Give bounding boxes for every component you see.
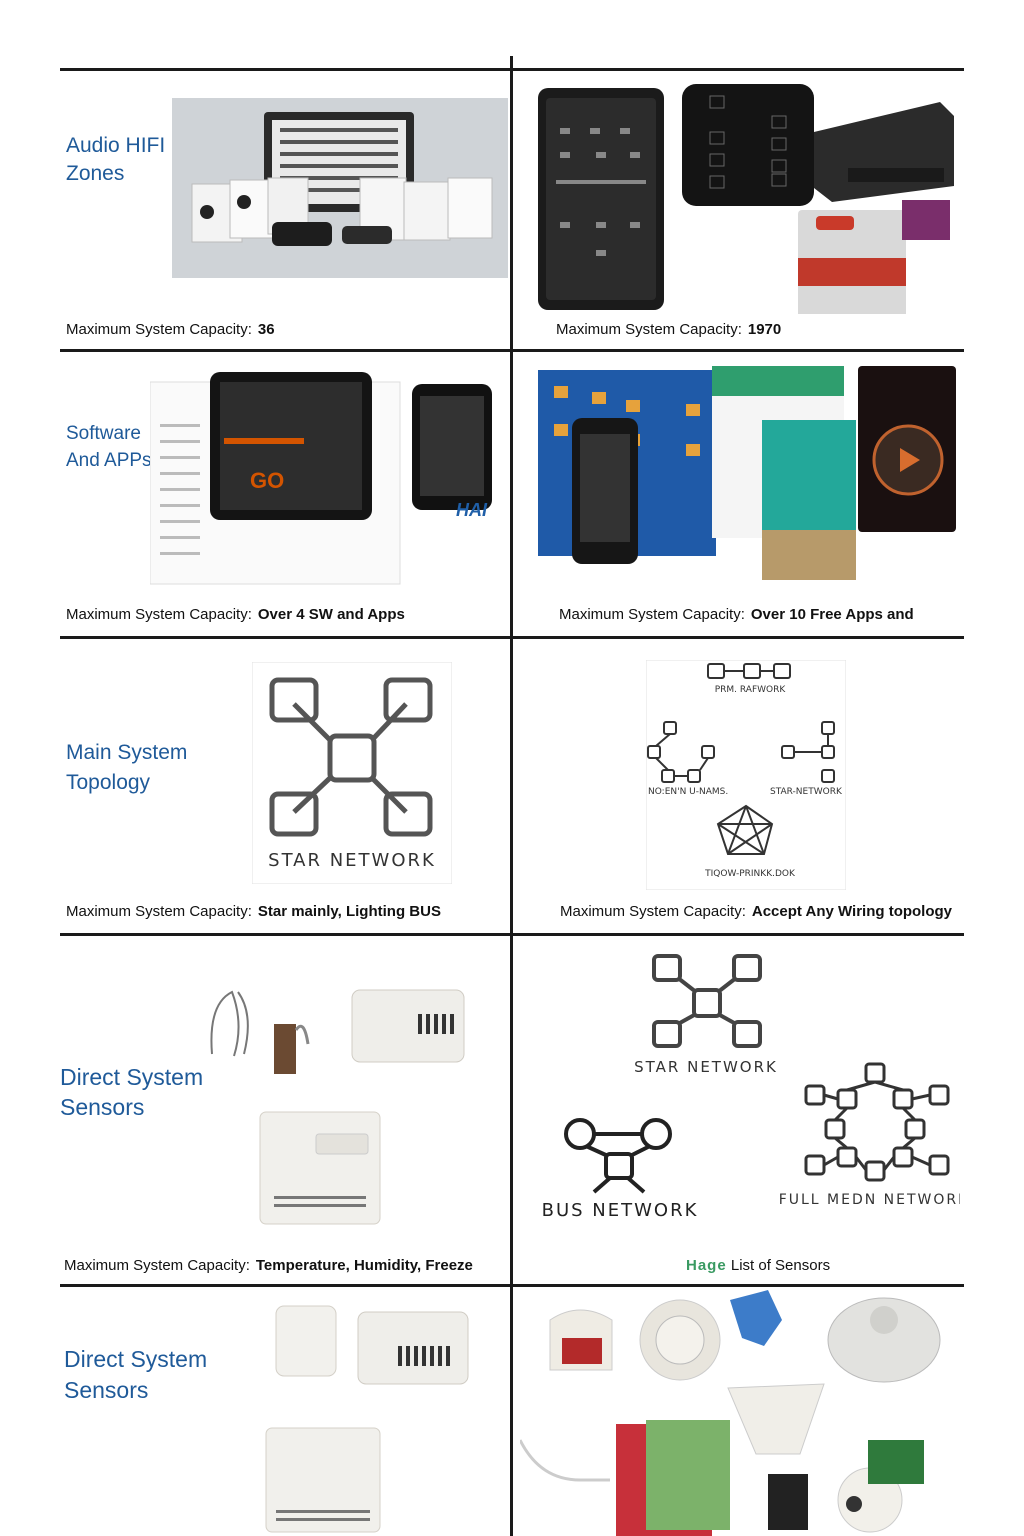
capacity-text: Maximum System Capacity: 36 xyxy=(66,321,275,338)
title-line: And APPs xyxy=(66,450,152,471)
caption-text: List of Sensors xyxy=(730,1257,831,1274)
mesh-network-label: FULL MEDN NETWORK xyxy=(779,1192,960,1208)
title-line: Main System xyxy=(66,741,188,764)
capacity-label: Maximum System Capacity: xyxy=(66,903,252,920)
control-panels-image xyxy=(538,84,954,314)
title-line: Sensors xyxy=(64,1377,149,1403)
capacity-value: 1970 xyxy=(747,321,782,338)
capacity-label: Maximum System Capacity: xyxy=(560,903,746,920)
title-line: Direct System xyxy=(64,1346,208,1372)
star-network-label: STAR NETWORK xyxy=(634,1058,778,1076)
topology-label: NO:EN'N U-NAMS. xyxy=(648,787,728,797)
column-divider xyxy=(510,56,513,1536)
capacity-label: Maximum System Capacity: xyxy=(559,606,745,623)
title-line: Sensors xyxy=(60,1094,145,1120)
capacity-text: Maximum System Capacity: Star mainly, Lig… xyxy=(66,903,441,920)
row-title-sensors: Direct System Sensors xyxy=(60,1062,203,1122)
hai-logo-text: HAI xyxy=(456,500,488,520)
title-line: Audio HIFI xyxy=(66,134,166,157)
capacity-text: Maximum System Capacity: Temperature, Hum… xyxy=(64,1257,473,1274)
capacity-value: Over 4 SW and Apps xyxy=(257,606,405,623)
topology-label: TIQOW-PRINKK.DOK xyxy=(704,869,796,879)
sensors-image-2 xyxy=(265,1305,469,1533)
capacity-label: Maximum System Capacity: xyxy=(64,1257,250,1274)
capacity-value: Accept Any Wiring topology xyxy=(751,903,953,920)
sensors-image xyxy=(210,989,465,1225)
go-logo-text: GO xyxy=(250,468,284,493)
row-title-software: Software And APPs xyxy=(66,420,152,474)
row-title-sensors-2: Direct System Sensors xyxy=(64,1344,207,1406)
capacity-text: Maximum System Capacity: Over 10 Free App… xyxy=(559,606,914,623)
row-title-audio: Audio HIFI Zones xyxy=(66,132,165,188)
sensor-list-caption: Hage List of Sensors xyxy=(686,1257,830,1274)
capacity-label: Maximum System Capacity: xyxy=(66,321,252,338)
sensor-products-image xyxy=(520,1290,941,1536)
capacity-text: Maximum System Capacity: Accept Any Wirin… xyxy=(560,903,952,920)
capacity-label: Maximum System Capacity: xyxy=(66,606,252,623)
caption-highlight: Hage xyxy=(686,1257,727,1274)
network-types-diagram: STAR NETWORK BUS NETWORK FULL MEDN NETWO… xyxy=(542,954,960,1221)
star-network-diagram: STAR NETWORK xyxy=(252,662,452,884)
capacity-text: Maximum System Capacity: 1970 xyxy=(556,321,781,338)
capacity-value: Star mainly, Lighting BUS xyxy=(257,903,441,920)
row-title-topology: Main System Topology xyxy=(66,738,187,798)
title-line: Zones xyxy=(66,162,125,185)
title-line: Software xyxy=(66,423,141,444)
topology-label: PRM. RAFWORK xyxy=(715,685,787,695)
star-network-label: STAR NETWORK xyxy=(268,850,436,871)
software-apps-image: GO HAI xyxy=(150,372,492,585)
wiring-topologies-diagram: PRM. RAFWORK NO:EN'N U-NAMS. STAR-NETWOR… xyxy=(646,660,846,890)
capacity-label: Maximum System Capacity: xyxy=(556,321,742,338)
bus-network-label: BUS NETWORK xyxy=(542,1200,699,1221)
title-line: Direct System xyxy=(60,1064,204,1090)
audio-hifi-devices-image xyxy=(172,98,508,278)
capacity-text: Maximum System Capacity: Over 4 SW and Ap… xyxy=(66,606,405,623)
capacity-value: 36 xyxy=(257,321,275,338)
topology-label: STAR-NETWORK xyxy=(770,787,843,797)
free-apps-image xyxy=(538,366,956,580)
title-line: Topology xyxy=(66,771,151,794)
capacity-value: Temperature, Humidity, Freeze xyxy=(255,1257,473,1274)
capacity-value: Over 10 Free Apps and xyxy=(750,606,914,623)
